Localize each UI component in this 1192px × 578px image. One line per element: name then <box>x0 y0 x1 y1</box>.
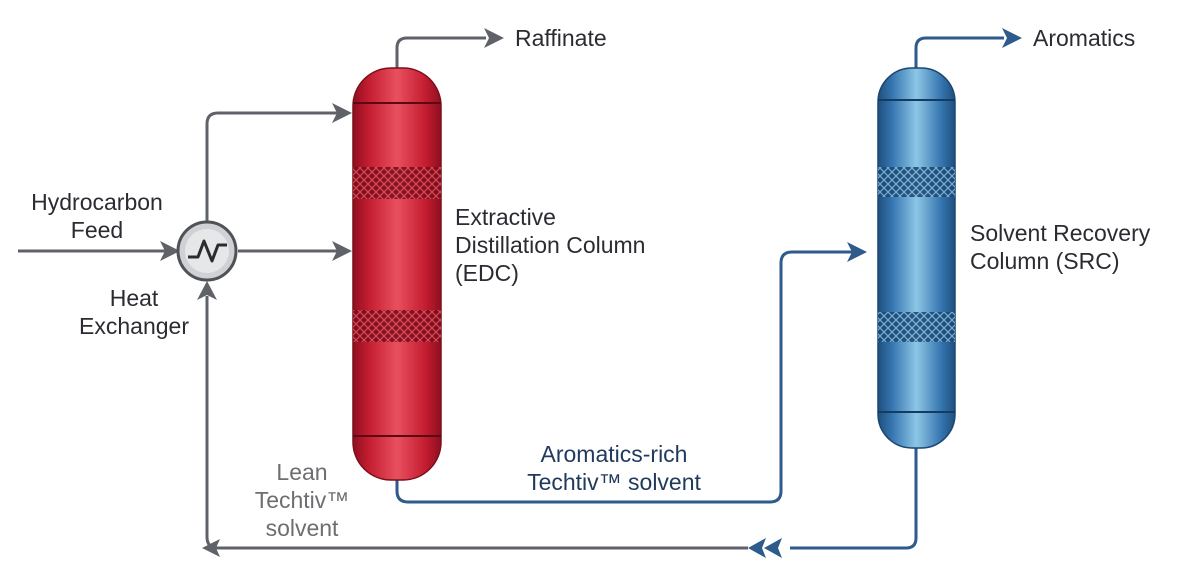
src-packing-top <box>878 167 955 197</box>
arrow-heads <box>160 28 1022 558</box>
feed-label-line: Hydrocarbon <box>31 189 163 215</box>
aromatics-rich-line <box>395 250 852 504</box>
heat-exchanger-icon <box>176 220 238 282</box>
lean-solvent-label: Lean Techtiv™ solvent <box>232 458 372 542</box>
aromatics-rich-label: Aromatics-rich Techtiv™ solvent <box>488 440 740 496</box>
arrow-head-icon <box>847 242 867 262</box>
feed-label: Hydrocarbon Feed <box>8 188 186 244</box>
src-column <box>877 67 956 449</box>
arrow-head-icon <box>332 241 352 261</box>
hx-to-edc-upper-line <box>205 111 338 225</box>
arrow-head-icon <box>202 539 220 557</box>
aromatics-label: Aromatics <box>1033 25 1136 51</box>
arrow-head-icon <box>764 538 782 558</box>
src-packing-bottom <box>878 312 955 342</box>
edc-packing-top <box>353 167 441 199</box>
arrow-head-icon <box>748 538 766 558</box>
arrow-head-icon <box>1002 28 1022 48</box>
aromatics-line <box>914 36 1004 68</box>
raffinate-label: Raffinate <box>515 25 607 51</box>
src-label-line: Solvent Recovery <box>970 220 1151 246</box>
edc-label-line: (EDC) <box>455 260 519 286</box>
edc-packing-bottom <box>353 310 441 342</box>
src-bottoms-line <box>790 448 918 550</box>
feed-label-line: Feed <box>70 217 124 243</box>
arrow-head-icon <box>484 28 504 48</box>
edc-column <box>352 67 442 481</box>
edc-label-line: Extractive <box>455 204 556 230</box>
heat-exchanger-label-line: Exchanger <box>79 313 189 339</box>
aromatics-rich-label-line: Techtiv™ solvent <box>527 469 701 495</box>
arrow-head-icon <box>160 241 180 261</box>
heat-exchanger-label-line: Heat <box>109 285 159 311</box>
blue-flow-lines <box>395 36 1004 550</box>
aromatics-rich-label-line: Aromatics-rich <box>540 441 688 467</box>
lean-solvent-label-line: solvent <box>265 515 339 541</box>
arrow-head-icon <box>332 103 352 123</box>
edc-label-line: Distillation Column <box>455 232 646 258</box>
heat-exchanger-label: Heat Exchanger <box>60 284 208 340</box>
lean-solvent-label-line: Lean <box>276 459 328 485</box>
src-label: Solvent Recovery Column (SRC) <box>970 219 1150 275</box>
raffinate-line <box>395 36 486 68</box>
src-label-line: Column (SRC) <box>970 248 1120 274</box>
edc-label: Extractive Distillation Column (EDC) <box>455 203 645 287</box>
arrow-head-icon <box>197 281 217 300</box>
lean-solvent-label-line: Techtiv™ <box>254 487 350 513</box>
